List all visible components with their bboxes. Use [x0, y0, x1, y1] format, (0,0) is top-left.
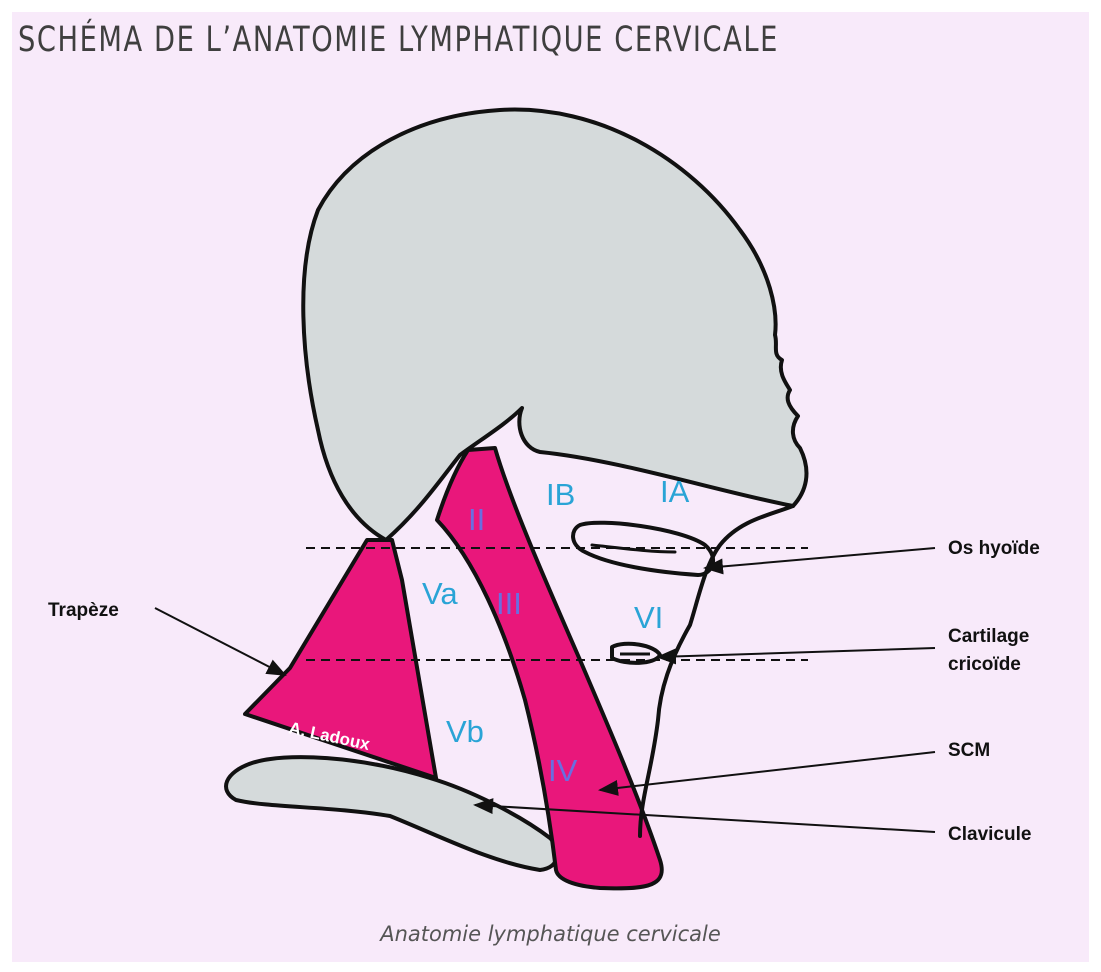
clavicule-label: Clavicule — [948, 824, 1031, 845]
cartilage-arrow — [658, 648, 935, 657]
level-iv-label: IV — [548, 753, 578, 788]
cartilage-label-line2: cricoïde — [948, 654, 1021, 675]
os-hyoide-label: Os hyoïde — [948, 538, 1040, 559]
level-ii-label: II — [468, 502, 485, 537]
level-vb-label: Vb — [446, 714, 484, 749]
os-hyoide-arrow — [705, 548, 935, 568]
figure-caption: Anatomie lymphatique cervicale — [0, 922, 1101, 946]
level-ia-label: IA — [660, 474, 690, 509]
trapeze-label: Trapèze — [48, 600, 119, 621]
clavicle-shape — [226, 757, 557, 870]
level-va-label: Va — [422, 576, 458, 611]
scm-label: SCM — [948, 740, 990, 761]
level-vi-label: VI — [634, 600, 663, 635]
level-iii-label: III — [496, 586, 522, 621]
level-ib-label: IB — [546, 477, 575, 512]
hyoid-bone-inner — [592, 545, 675, 552]
cartilage-label-line1: Cartilage — [948, 626, 1029, 647]
trapeze-arrow — [155, 608, 285, 675]
head-shape — [303, 110, 806, 540]
clavicule-arrow — [475, 805, 935, 832]
anterior-neck-contour — [640, 506, 793, 836]
